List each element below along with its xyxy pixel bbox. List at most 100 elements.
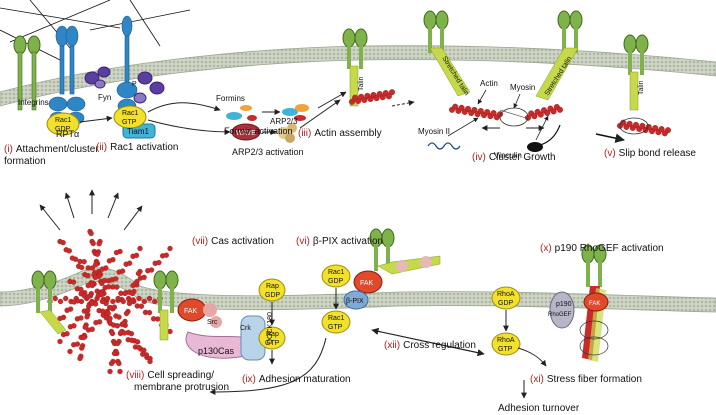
actin-bead: [88, 230, 94, 237]
label-fak-vi: FAK: [360, 280, 374, 287]
label-talin-iii: Talin: [358, 76, 365, 91]
actin-bead: [57, 338, 63, 345]
actin-bead: [665, 127, 672, 134]
actin-bead: [93, 261, 99, 268]
label-rap-gtp-2: GTP: [265, 340, 280, 347]
stage-iii: (iii)Actin assembly: [298, 128, 382, 139]
actin-bead: [79, 345, 85, 351]
rap-gdp: [258, 278, 286, 302]
actin-bead: [116, 360, 122, 367]
label-rap-gdp-2: GDP: [265, 292, 281, 299]
formin-activation-caption: Formin activation: [224, 126, 293, 136]
beta-pix-ellipse: [343, 290, 369, 310]
actin-bead: [109, 330, 116, 337]
label-rac1-gtp-vi-2: GTP: [328, 324, 343, 331]
integrin-pair-iii: [342, 28, 368, 69]
label-rap-gtp-1: Rap: [266, 331, 279, 338]
label-wave: WAVE: [236, 130, 256, 137]
label-rac1-gdp-2: GDP: [55, 126, 71, 133]
actin-filament-v: [617, 119, 672, 137]
actin-bead: [107, 368, 113, 375]
label-dock180: DOCK180: [267, 312, 274, 344]
arrow-rac1: [79, 115, 113, 123]
actin-bead: [117, 368, 123, 375]
actin-bead: [90, 240, 96, 247]
actin-bead: [477, 107, 484, 114]
label-rac1-gdp-1: Rac1: [55, 117, 71, 124]
label-vinculin: Vinculin: [494, 151, 522, 160]
stage-vii: (vii)Cas activation: [192, 236, 274, 247]
arrow-slip: [595, 133, 625, 143]
label-beta-pix: β-PIX: [346, 298, 364, 305]
actin-bead: [60, 239, 66, 246]
fak-src-complex: [177, 298, 222, 328]
label-myosin-ii: Myosin II: [418, 127, 450, 136]
actin-bead: [135, 270, 142, 277]
actin-bead: [111, 350, 118, 357]
formin-shapes: [226, 104, 309, 121]
arrow-actin-label: [477, 89, 487, 105]
arrow-to-actin-assembly: [317, 91, 347, 109]
actin-bead: [114, 284, 120, 290]
integrin-pair-vi: [369, 228, 395, 271]
actin-bead: [96, 319, 103, 325]
label-crk: Crk: [240, 325, 251, 332]
arrow-actin-dashed: [391, 100, 415, 107]
vinculin-head: [527, 142, 543, 152]
actin-bead: [471, 106, 478, 113]
label-fak-vii: FAK: [184, 308, 198, 315]
myosin-ii-squiggle: [427, 142, 461, 150]
label-p190-1: p190: [556, 301, 572, 308]
rac1-gdp-ii: [46, 112, 80, 136]
adhesion-turnover: Adhesion turnover: [498, 403, 580, 414]
actin-bead: [99, 298, 106, 305]
actin-bead: [116, 314, 122, 320]
actin-bead: [152, 298, 158, 305]
actin-bead: [136, 295, 142, 302]
actin-bead: [71, 299, 77, 305]
actin-bead: [134, 339, 141, 345]
actin-bead: [132, 280, 139, 287]
actin-bead: [143, 352, 150, 358]
actin-bead: [465, 105, 472, 112]
actin-bead: [94, 251, 101, 257]
stage-viii: (viii)Cell spreading/: [126, 370, 214, 381]
actin-bead: [141, 274, 147, 281]
actin-bead: [113, 276, 119, 282]
actin-bead: [129, 337, 135, 343]
actin-bead: [115, 295, 121, 302]
rhoa-gtp: [491, 332, 521, 356]
label-talin-v: Talin: [638, 80, 645, 95]
actin-bead: [107, 315, 113, 322]
myosin-cylinder: [499, 107, 529, 127]
actin-bead: [85, 282, 91, 289]
wave-ellipse: [231, 123, 261, 141]
stage-ix: (ix)Adhesion maturation: [242, 374, 351, 385]
label-arp23-activation: ARP2/3 activation: [232, 147, 304, 157]
actin-bead: [104, 295, 111, 302]
protrusion-arrows: [39, 189, 143, 231]
actin-bead: [126, 260, 133, 266]
actin-filament-iii: [349, 89, 396, 105]
actin-meshwork: [47, 228, 173, 375]
actin-bead: [148, 267, 155, 273]
integrin-pair-iv-b: [557, 10, 583, 53]
stage-x: (x)p190 RhoGEF activation: [540, 243, 664, 254]
label-fak-x: FAK: [589, 301, 600, 307]
stretched-talin-b: [535, 47, 579, 101]
actin-bead: [550, 108, 557, 115]
integrin-pair-i: [13, 35, 41, 111]
actin-bead: [141, 298, 147, 305]
arrow-myosin-ii: [447, 117, 479, 137]
actin-bead: [163, 252, 169, 258]
label-rpta: RPTα: [56, 129, 79, 139]
top-membrane: [0, 45, 716, 107]
actin-bead: [452, 103, 459, 110]
label-tiam1: Tiam1: [127, 127, 149, 136]
actin-bead: [110, 298, 116, 305]
actin-bead: [138, 303, 145, 309]
actin-bead: [367, 95, 374, 102]
label-rhoa-gtp-2: GTP: [498, 346, 513, 353]
stage-ii: (ii)Rac1 activation: [96, 142, 178, 153]
